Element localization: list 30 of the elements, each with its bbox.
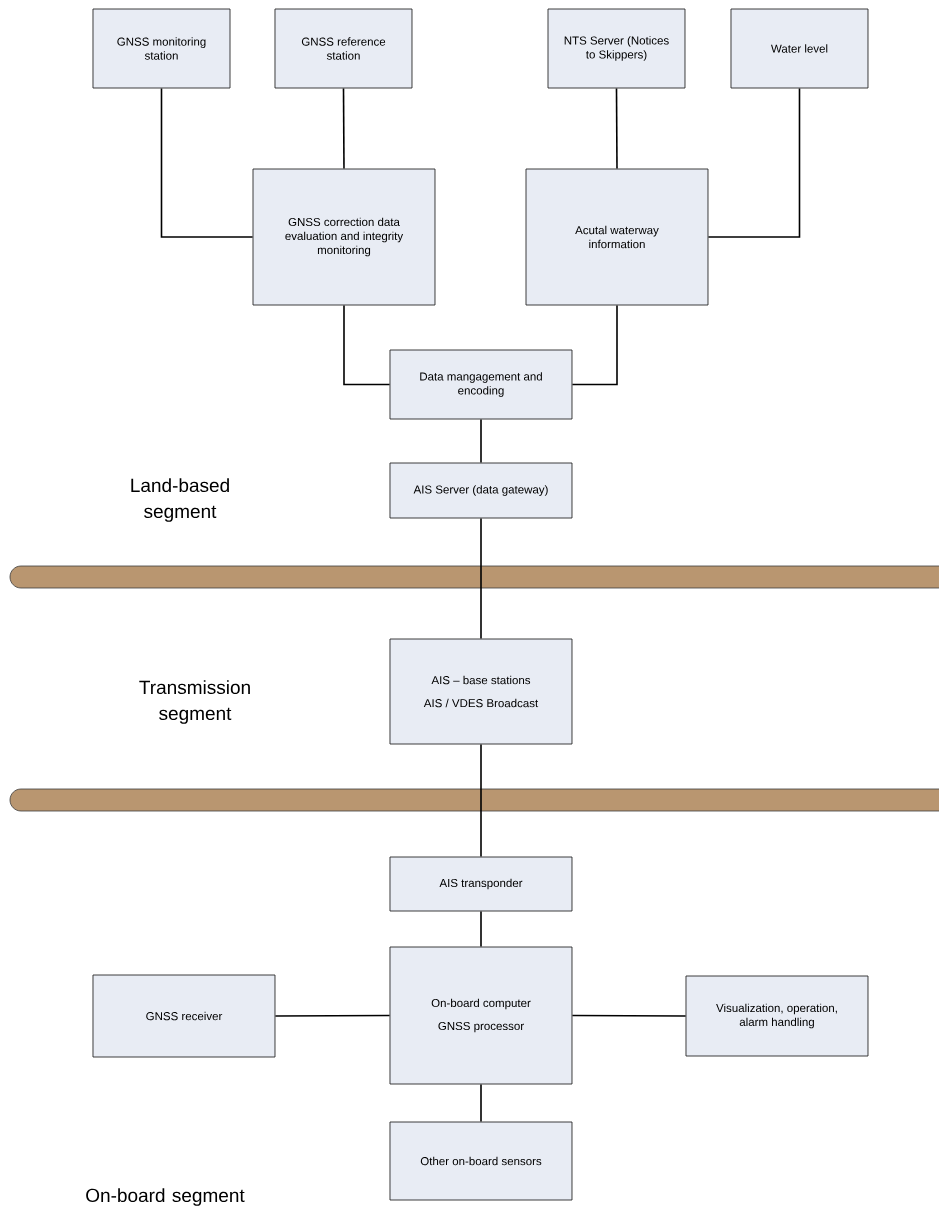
process-box: Visualization, operation, alarm handling xyxy=(685,975,869,1057)
connector-line xyxy=(160,87,254,238)
process-box: AIS – base stations AIS / VDES Broadcast xyxy=(389,638,573,745)
connector-line xyxy=(480,1083,482,1123)
segment-label: On-board segment xyxy=(86,1188,245,1206)
process-box: Acutal waterway information xyxy=(525,168,709,306)
connector-line xyxy=(480,418,482,464)
connector-line xyxy=(615,87,618,170)
process-box: AIS transponder xyxy=(389,856,573,912)
connector-line xyxy=(274,1014,391,1017)
process-box: NTS Server (Notices to Skippers) xyxy=(547,8,686,89)
process-box: On-board computer GNSS processor xyxy=(389,946,573,1085)
connector-line xyxy=(571,304,618,386)
process-box: GNSS monitoring station xyxy=(92,8,231,89)
connector-line xyxy=(571,1014,687,1017)
process-box: AIS Server (data gateway) xyxy=(389,462,573,519)
connector-line xyxy=(480,910,482,948)
process-box: GNSS reference station xyxy=(274,8,413,89)
process-box: Data mangagement and encoding xyxy=(389,349,573,420)
segment-label: Transmission segment xyxy=(139,680,250,724)
connector-line xyxy=(480,517,482,640)
process-box: Other on-board sensors xyxy=(389,1121,573,1201)
connector-line xyxy=(342,87,345,170)
process-box: GNSS receiver xyxy=(92,974,276,1058)
segment-label: Land-based segment xyxy=(131,478,229,522)
process-box: Water level xyxy=(730,8,869,89)
connector-line xyxy=(480,743,482,858)
connector-line xyxy=(707,87,801,238)
connector-line xyxy=(343,304,391,386)
process-box: GNSS correction data evaluation and integrity monitoring xyxy=(252,168,436,306)
